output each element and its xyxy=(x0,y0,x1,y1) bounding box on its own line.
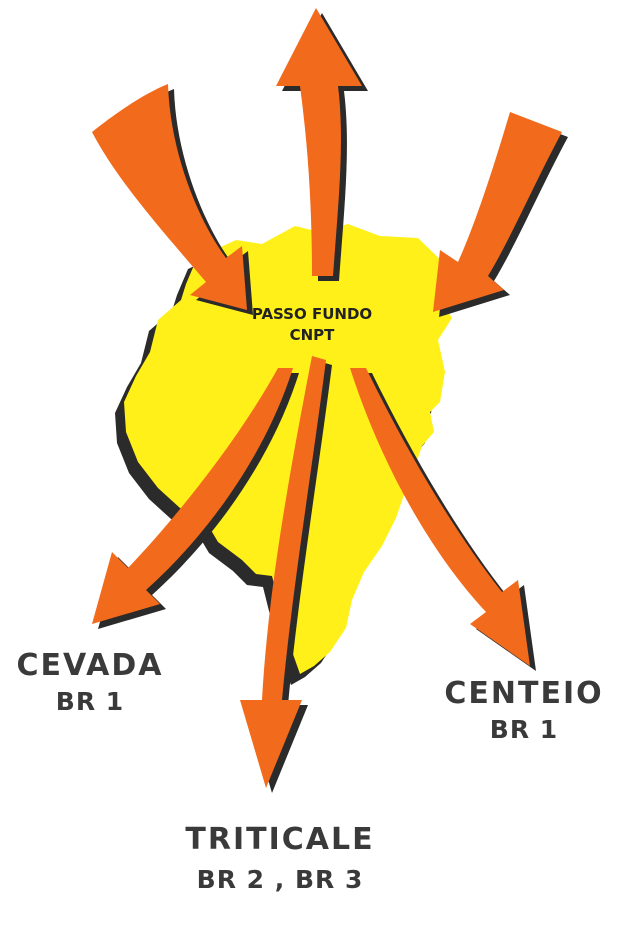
center-label: PASSO FUNDO CNPT xyxy=(232,304,392,346)
variety-centeio: BR 1 xyxy=(489,715,559,744)
center-acronym: CNPT xyxy=(289,326,335,344)
outbound-arrow-triticale xyxy=(240,356,332,793)
crop-name-cevada: CEVADA xyxy=(16,648,164,683)
variety-triticale: BR 2 , BR 3 xyxy=(196,865,364,894)
crop-name-triticale: TRITICALE xyxy=(185,822,375,857)
output-label-centeio: CENTEIO BR 1 xyxy=(428,676,620,744)
inbound-arrow-right xyxy=(433,112,568,317)
outbound-arrow-top xyxy=(276,8,368,281)
outbound-arrow-centeio xyxy=(350,368,536,671)
inbound-arrow-left xyxy=(92,84,253,315)
crop-name-centeio: CENTEIO xyxy=(444,676,604,711)
center-name: PASSO FUNDO xyxy=(251,305,373,323)
outbound-arrow-cevada xyxy=(92,368,299,629)
region-map xyxy=(124,224,452,674)
output-label-triticale: TRITICALE BR 2 , BR 3 xyxy=(130,822,430,894)
variety-cevada: BR 1 xyxy=(55,687,125,716)
output-label-cevada: CEVADA BR 1 xyxy=(0,648,180,716)
